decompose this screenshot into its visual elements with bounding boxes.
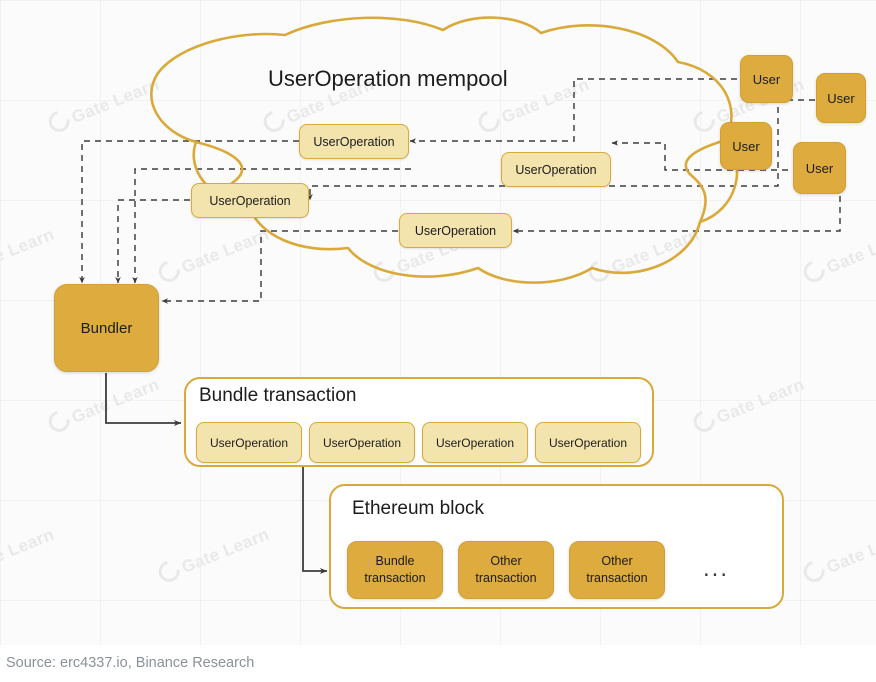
user-node-4[interactable]: User — [793, 142, 846, 194]
mempool-title: UserOperation mempool — [268, 66, 508, 91]
bundle-useroperation-1[interactable]: UserOperation — [196, 422, 302, 463]
ethereum-block-title: Ethereum block — [352, 498, 485, 519]
bundle-useroperation-4[interactable]: UserOperation — [535, 422, 641, 463]
caption-strip — [0, 645, 876, 682]
source-caption: Source: erc4337.io, Binance Research — [6, 655, 255, 671]
mempool-useroperation-1[interactable]: UserOperation — [299, 124, 409, 159]
bundler-node[interactable]: Bundler — [54, 284, 159, 372]
mempool-useroperation-4[interactable]: UserOperation — [399, 213, 512, 248]
bundle-useroperation-2[interactable]: UserOperation — [309, 422, 415, 463]
user-node-1[interactable]: User — [740, 55, 793, 103]
user-node-2[interactable]: User — [816, 73, 866, 123]
bundle-useroperation-3[interactable]: UserOperation — [422, 422, 528, 463]
mempool-useroperation-3[interactable]: UserOperation — [191, 183, 309, 218]
bundle-transaction-title: Bundle transaction — [199, 385, 357, 406]
mempool-useroperation-2[interactable]: UserOperation — [501, 152, 611, 187]
user-node-3[interactable]: User — [720, 122, 772, 170]
block-transactions-ellipsis: ... — [703, 555, 730, 582]
